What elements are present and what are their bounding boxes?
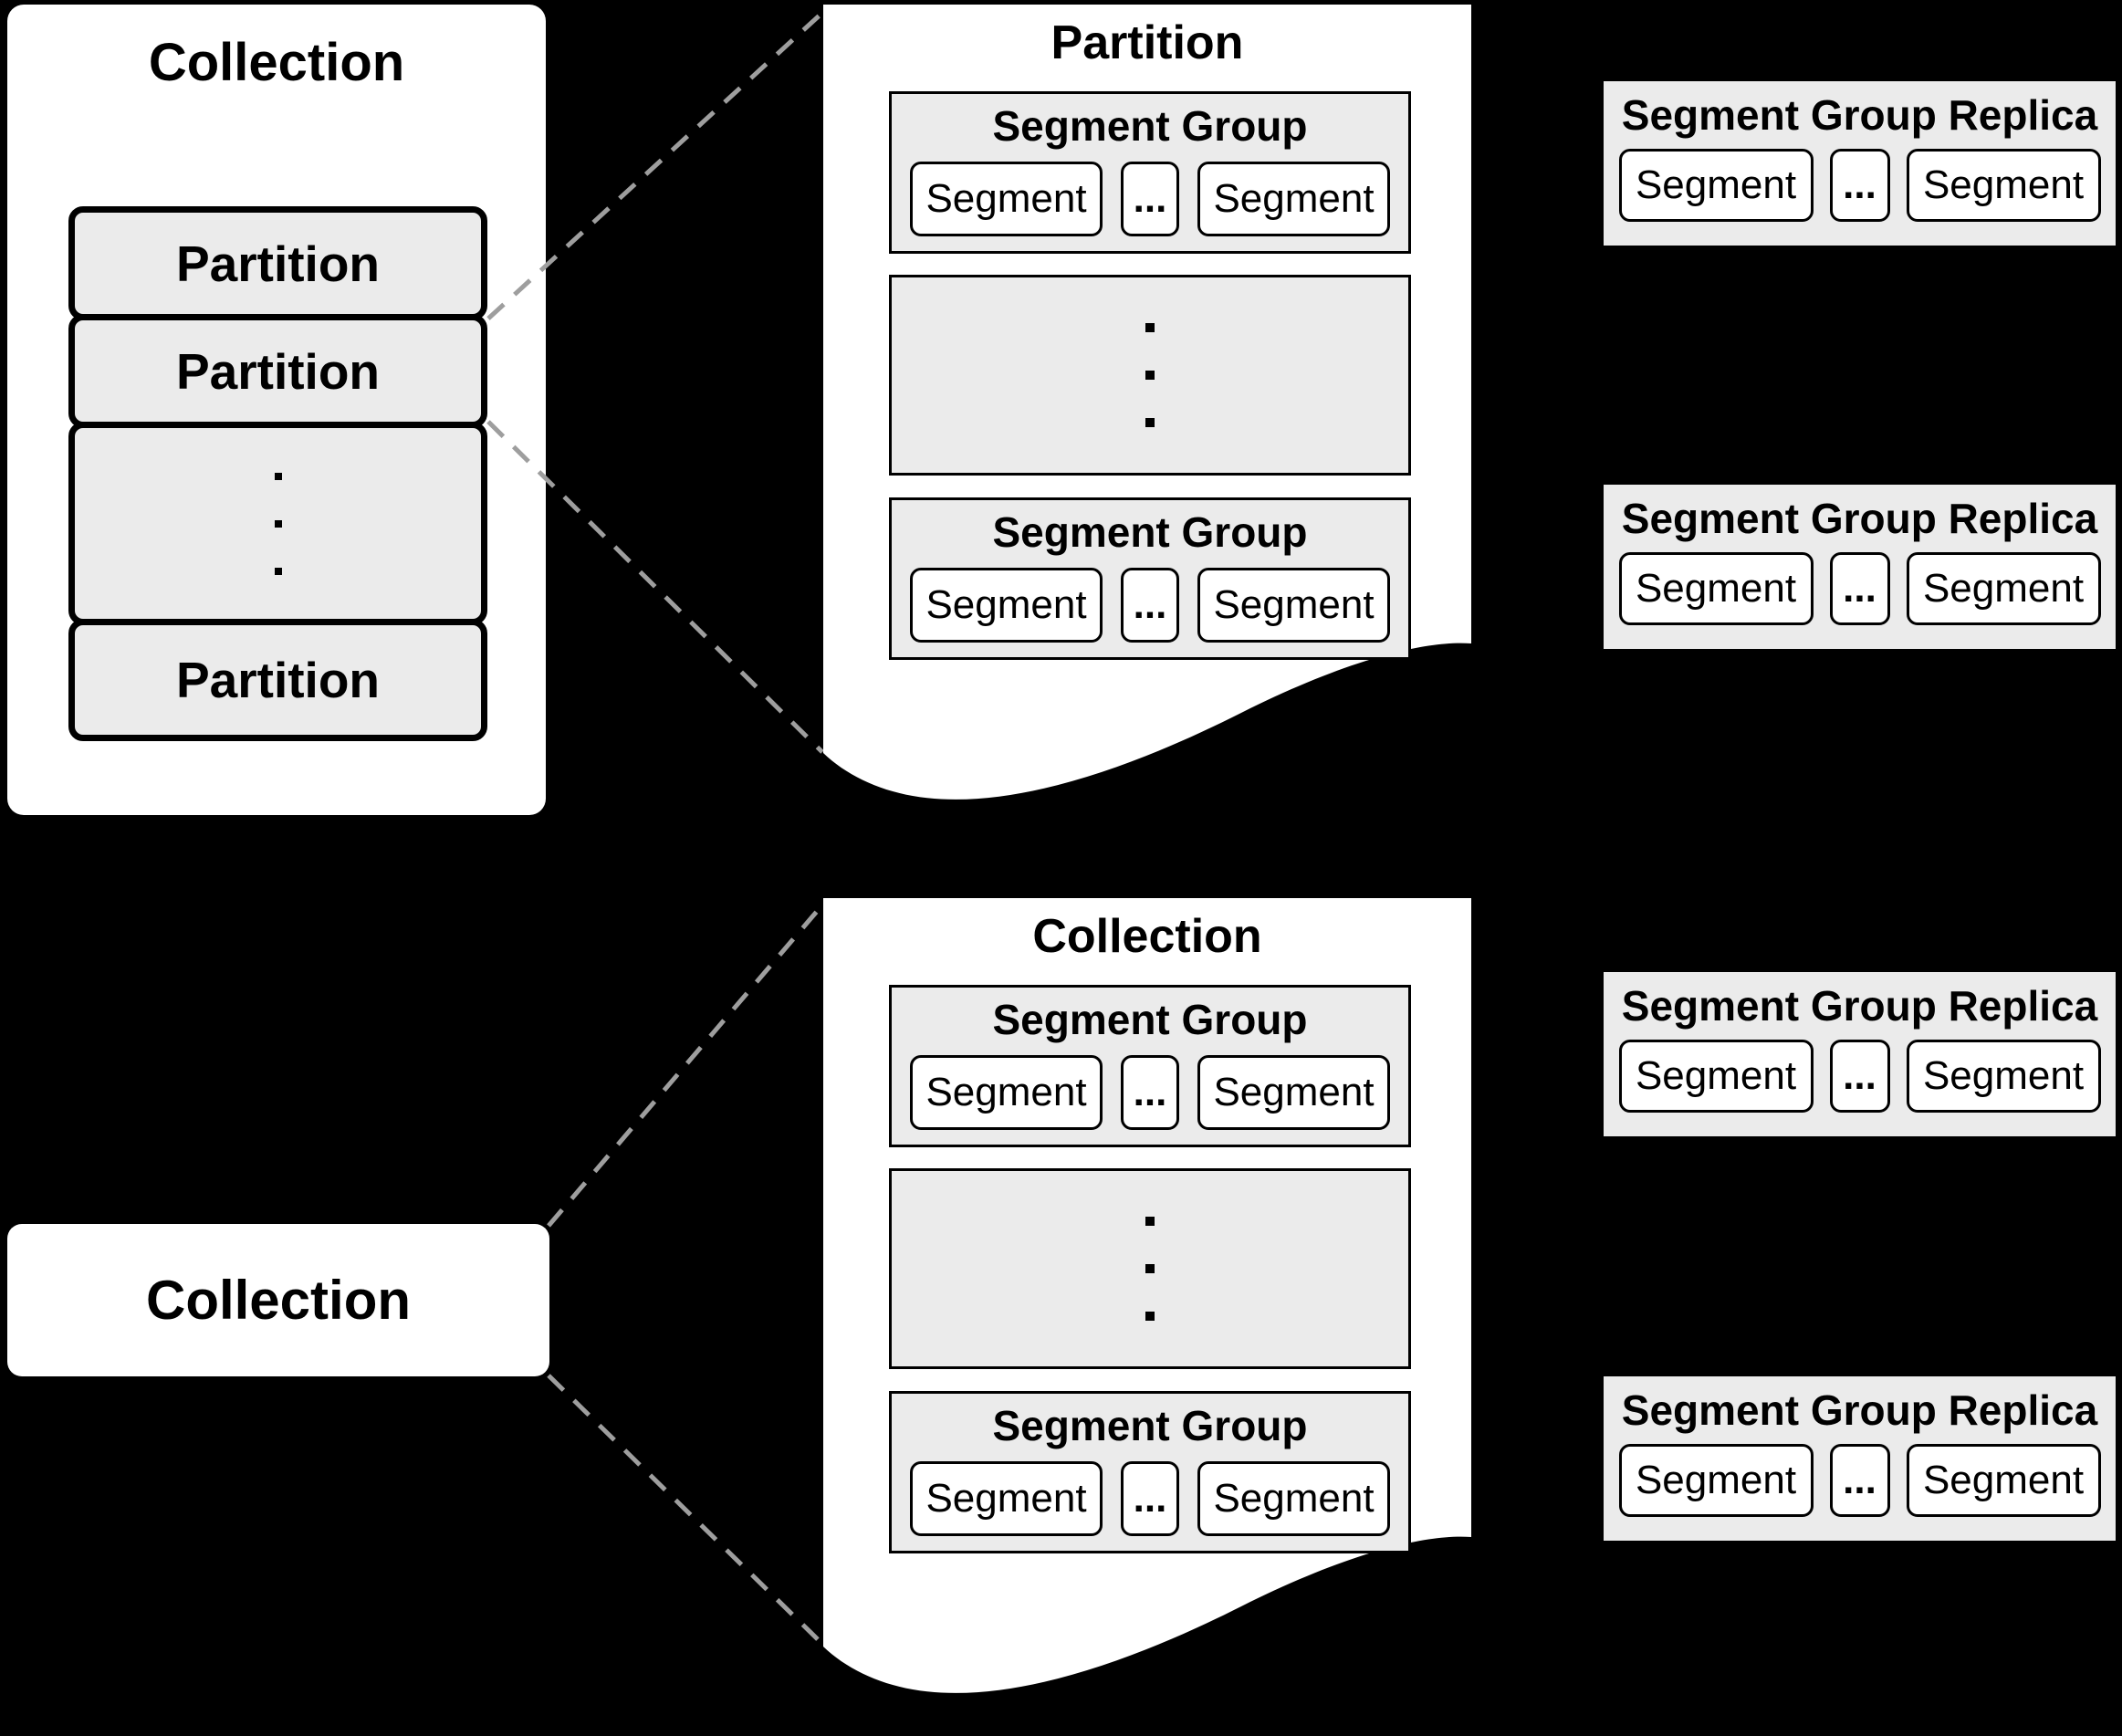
segment-box: Segment (1906, 552, 2101, 625)
segment-group-replica-box: Segment Group Replica Segment ... Segmen… (1604, 1376, 2116, 1541)
partition-label: Partition (175, 652, 381, 708)
partition-box: Partition (68, 619, 487, 741)
partition-box: Partition (68, 314, 487, 428)
partition-sheet-title: Partition (1051, 16, 1244, 69)
segment-group-box: Segment Group Segment ... Segment (889, 91, 1411, 254)
segment-box: Segment (1906, 1444, 2101, 1517)
zoom-line-top-upper (486, 11, 824, 320)
segment-box: Segment (910, 162, 1103, 236)
segment-group-replica-box: Segment Group Replica Segment ... Segmen… (1604, 485, 2116, 649)
vertical-ellipsis-icon (1145, 1217, 1155, 1321)
segment-group-box: Segment Group Segment ... Segment (889, 985, 1411, 1147)
segment-row: Segment ... Segment (1604, 1040, 2116, 1113)
ellipsis-box: ... (1121, 1461, 1179, 1536)
segment-box: Segment (1618, 1444, 1814, 1517)
vertical-ellipsis-icon (274, 472, 282, 575)
segment-row: Segment ... Segment (1604, 1444, 2116, 1517)
segment-group-box: Segment Group Segment ... Segment (889, 1391, 1411, 1553)
vertical-ellipsis-icon (1145, 323, 1155, 427)
segment-row: Segment ... Segment (1604, 552, 2116, 625)
segment-box: Segment (1906, 149, 2101, 222)
segment-row: Segment ... Segment (892, 162, 1408, 236)
segment-box: Segment (1906, 1040, 2101, 1113)
segment-group-box: Segment Group Segment ... Segment (889, 497, 1411, 660)
replica-title: Segment Group Replica (1621, 495, 2098, 542)
partition-label: Partition (175, 342, 381, 400)
ellipsis-box: ... (1829, 1444, 1890, 1517)
segment-box: Segment (1197, 162, 1390, 236)
zoom-line-bottom-lower (547, 1374, 827, 1648)
segment-row: Segment ... Segment (892, 1055, 1408, 1130)
segment-group-title: Segment Group (992, 508, 1308, 556)
segment-box: Segment (1197, 1055, 1390, 1130)
zoom-line-bottom-upper (547, 900, 827, 1228)
segment-box: Segment (1618, 1040, 1814, 1113)
segment-row: Segment ... Segment (1604, 149, 2116, 222)
collection-label-box: Collection (7, 1224, 549, 1376)
collection-label: Collection (145, 1270, 411, 1331)
zoom-line-top-lower (486, 420, 824, 754)
more-groups-ellipsis-box (889, 275, 1411, 476)
collection-detail-sheet: Collection Segment Group Segment ... Seg… (823, 898, 1471, 1710)
segment-group-title: Segment Group (992, 102, 1308, 150)
segment-box: Segment (1197, 568, 1390, 643)
segment-box: Segment (1197, 1461, 1390, 1536)
ellipsis-box: ... (1121, 568, 1179, 643)
segment-box: Segment (910, 1055, 1103, 1130)
ellipsis-box: ... (1829, 149, 1890, 222)
segment-box: Segment (1618, 149, 1814, 222)
segment-group-title: Segment Group (992, 996, 1308, 1043)
segment-row: Segment ... Segment (892, 1461, 1408, 1536)
collection-panel-title: Collection (148, 33, 405, 92)
segment-box: Segment (910, 568, 1103, 643)
partition-label: Partition (175, 235, 381, 292)
more-groups-ellipsis-box (889, 1168, 1411, 1369)
replica-title: Segment Group Replica (1621, 1386, 2098, 1434)
replica-title: Segment Group Replica (1621, 982, 2098, 1030)
segment-row: Segment ... Segment (892, 568, 1408, 643)
segment-group-replica-box: Segment Group Replica Segment ... Segmen… (1604, 972, 2116, 1136)
ellipsis-box: ... (1121, 1055, 1179, 1130)
ellipsis-box: ... (1829, 1040, 1890, 1113)
segment-box: Segment (910, 1461, 1103, 1536)
ellipsis-box: ... (1829, 552, 1890, 625)
collection-sheet-title: Collection (1032, 910, 1262, 963)
segment-group-replica-box: Segment Group Replica Segment ... Segmen… (1604, 81, 2116, 246)
segment-group-title: Segment Group (992, 1402, 1308, 1449)
collection-panel: Collection Partition Partition Partition (7, 5, 546, 815)
segment-box: Segment (1618, 552, 1814, 625)
replica-title: Segment Group Replica (1621, 91, 2098, 139)
partition-detail-sheet: Partition Segment Group Segment ... Segm… (823, 5, 1471, 817)
ellipsis-box: ... (1121, 162, 1179, 236)
